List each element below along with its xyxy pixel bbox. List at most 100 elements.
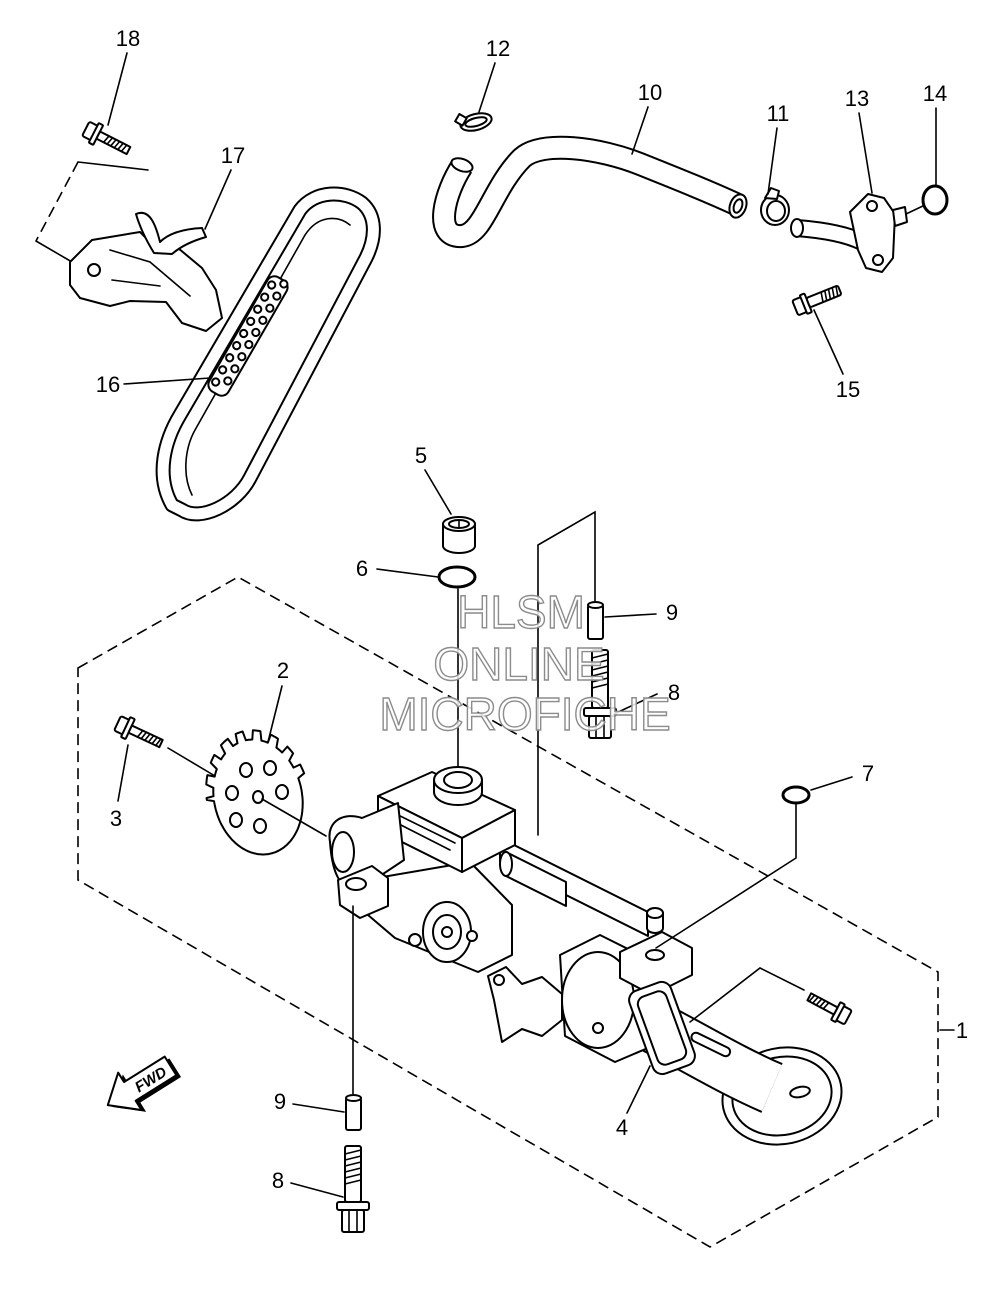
relief-valve-nut-right (466, 930, 478, 942)
bolt-18-alignment-end (35, 240, 73, 263)
pin-body (587, 604, 604, 640)
collar-body (442, 523, 476, 554)
pin-top (587, 601, 604, 609)
pump-clip-bracket (487, 966, 563, 1043)
chain-link-pins (211, 279, 289, 387)
clamp-ring-inner (766, 200, 786, 222)
o-ring-7-alignment-line (655, 803, 797, 949)
seal-inner (636, 990, 688, 1066)
leader-4 (626, 1065, 651, 1114)
bolt-thread (344, 1149, 362, 1185)
bolt-3-alignment-line (167, 747, 216, 777)
watermark: HLSM ONLINE MICROFICHE (379, 585, 672, 740)
leader-9-upper (604, 613, 657, 618)
gear-center-bore (252, 790, 264, 804)
arrow-body (106, 1055, 178, 1112)
leader-8-upper (613, 693, 658, 715)
leader-3 (117, 744, 129, 802)
leader-16 (123, 377, 211, 385)
bolt-thread (102, 135, 128, 153)
chain-link-pin (237, 352, 247, 362)
pump-cover-shaft (331, 831, 355, 873)
hose-end-left (450, 157, 474, 173)
bolt-thread (808, 994, 830, 1010)
pin-body (345, 1097, 362, 1131)
gear-hole (229, 812, 243, 828)
o-ring (437, 565, 477, 589)
chain-link-pin (260, 292, 270, 302)
callout-numbers: 18 17 16 12 10 11 13 14 15 5 6 9 8 2 3 7… (96, 26, 968, 1193)
guide-hole (87, 263, 101, 277)
chain-link-pin (225, 353, 235, 363)
mount-boss-top (646, 907, 664, 919)
pin-9-alignment-line (537, 510, 596, 836)
mount-flange-hole (645, 949, 665, 961)
guide-hook (135, 211, 207, 255)
watermark-line-1: HLSM (457, 586, 585, 638)
o-ring-14-alignment-line (905, 204, 926, 215)
strainer-bolt (806, 992, 853, 1025)
chain-guide-17 (69, 211, 223, 332)
clamp-tab (764, 187, 780, 200)
gear-hole (275, 784, 289, 800)
strainer-bolt-alignment-line (689, 967, 805, 1023)
pin-top (345, 1094, 362, 1102)
callout-8-lower: 8 (272, 1168, 284, 1193)
chain-links (207, 275, 289, 397)
watermark-line-3: MICROFICHE (379, 688, 670, 740)
callout-9-upper: 9 (666, 600, 678, 625)
callout-14: 14 (923, 81, 947, 106)
callout-12: 12 (486, 36, 510, 61)
leader-2 (267, 685, 283, 743)
bolt-18-alignment-line (77, 161, 149, 171)
chain-link-pin (230, 364, 240, 374)
chain-link-pin (232, 341, 242, 351)
gear-hole (239, 762, 253, 778)
chain-16 (155, 186, 381, 522)
callout-3: 3 (110, 806, 122, 831)
o-ring-6 (437, 565, 477, 589)
chain-link-pin (272, 291, 282, 301)
pipe-end (790, 218, 804, 238)
bolt-thread (820, 285, 839, 303)
pipe-13 (790, 193, 908, 273)
o-ring (781, 785, 811, 805)
callout-6: 6 (356, 556, 368, 581)
chain-strand-line (185, 217, 351, 496)
clip-bracket-hole (493, 974, 505, 986)
chain-loop-outer (155, 186, 381, 522)
assembly-outline (77, 576, 939, 1248)
chain-link-pin (246, 316, 256, 326)
pump-block-rib (391, 811, 456, 851)
outlet-boss-bore (443, 771, 473, 789)
flange-hole-bottom (872, 254, 884, 266)
bolt-8-upper (583, 649, 617, 739)
chain-link-pin (279, 279, 289, 289)
bolt-thread (591, 653, 609, 689)
leader-9-lower (292, 1103, 345, 1113)
guide-detail (109, 249, 191, 297)
bolt-18 (81, 121, 132, 156)
pipe-spigot (892, 206, 908, 227)
hose-clamp-12 (454, 112, 493, 132)
chain-link-pin (244, 339, 254, 350)
seal-4 (628, 980, 696, 1076)
relief-valve-plug (441, 926, 453, 938)
pump-rail (499, 837, 649, 937)
callout-5: 5 (415, 443, 427, 468)
leader-18 (107, 52, 128, 126)
forward-direction-arrow: FWD (106, 1055, 182, 1112)
callout-17: 17 (221, 143, 245, 168)
callout-2: 2 (277, 658, 289, 683)
bolt-head-facets (595, 715, 605, 739)
chain-link-pin (211, 377, 221, 387)
gear-hole (253, 818, 267, 834)
rotor-case-screw (592, 1022, 604, 1034)
guide-body (69, 231, 223, 332)
leader-lines (107, 52, 937, 1198)
bolt-15 (791, 284, 842, 316)
bolt-head (588, 715, 612, 739)
clamp-ring-inner (464, 116, 488, 128)
leader-8-lower (290, 1182, 344, 1198)
